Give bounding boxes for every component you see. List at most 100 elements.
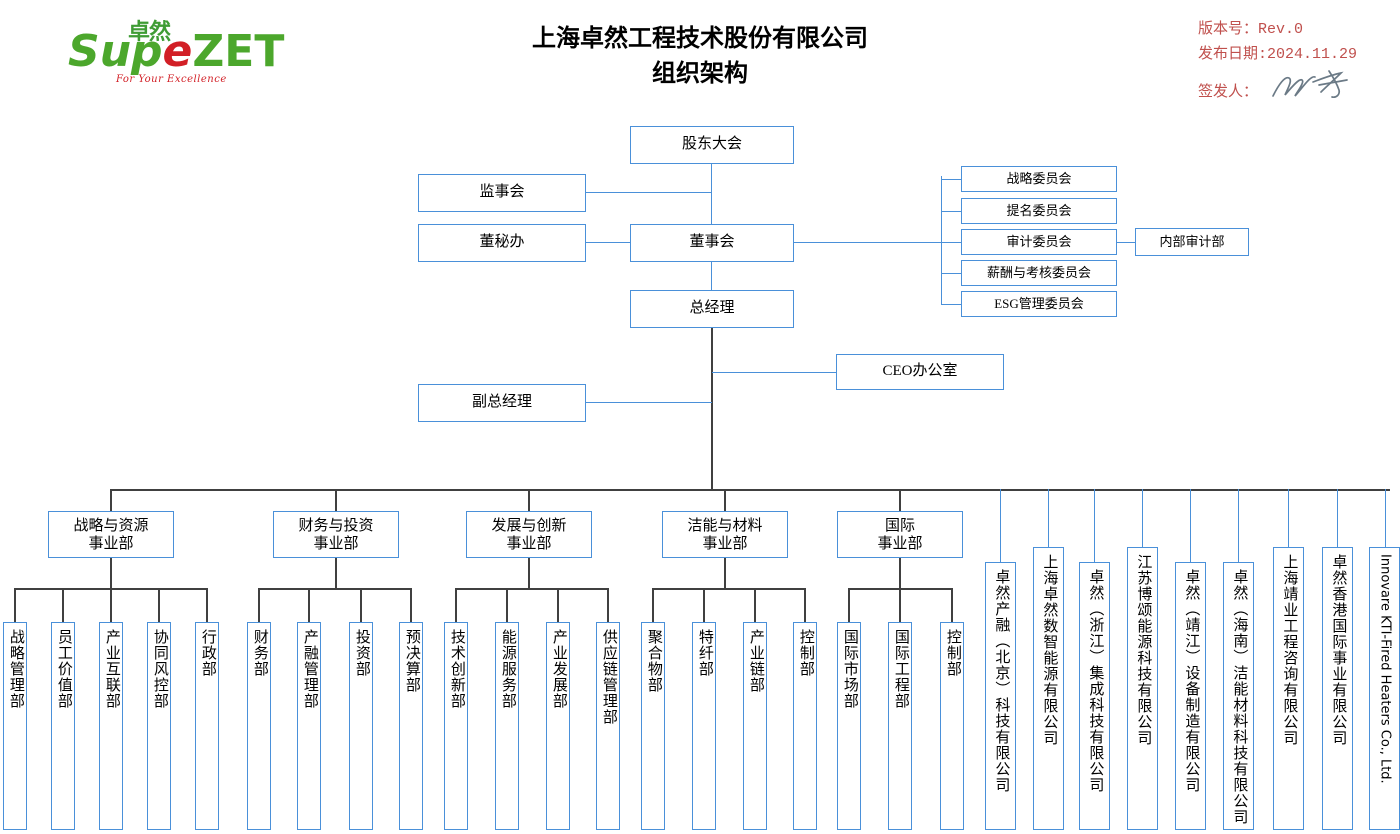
- node-dept-3-3[interactable]: 控制部: [793, 622, 817, 830]
- node-dept-3-0[interactable]: 聚合物部: [641, 622, 665, 830]
- subsidiary-0-label: 卓然产融（北京）科技有限公司: [993, 569, 1010, 793]
- node-dept-4-0[interactable]: 国际市场部: [837, 622, 861, 830]
- node-dept-1-1[interactable]: 产融管理部: [297, 622, 321, 830]
- node-subsidiary-8[interactable]: Innovare KTI-Fired Heaters Co., Ltd.: [1369, 547, 1400, 830]
- node-dept-1-2[interactable]: 投资部: [349, 622, 373, 830]
- connector-dept-3-2: [754, 588, 756, 622]
- connector-trunk-to-ceo-office: [712, 372, 836, 374]
- connector-dept-3-0: [652, 588, 654, 622]
- subsidiary-3-label: 江苏博颂能源科技有限公司: [1135, 554, 1152, 746]
- logo-chinese-mark: 卓然: [128, 20, 171, 45]
- node-division-4[interactable]: 国际 事业部: [837, 511, 963, 558]
- subsidiary-1-label: 上海卓然数智能源有限公司: [1041, 554, 1058, 746]
- node-subsidiary-0[interactable]: 卓然产融（北京）科技有限公司: [985, 562, 1016, 830]
- division-3-line1: 洁能与材料: [687, 517, 763, 534]
- company-logo: 卓然 SupeZET For Your Excellence: [68, 14, 284, 94]
- connector-division-1-down: [335, 558, 337, 588]
- connector-division-2-down: [528, 558, 530, 588]
- node-committee-1[interactable]: 提名委员会: [961, 198, 1117, 224]
- node-committee-0[interactable]: 战略委员会: [961, 166, 1117, 192]
- node-committee-2[interactable]: 审计委员会: [961, 229, 1117, 255]
- node-division-3[interactable]: 洁能与材料 事业部: [662, 511, 788, 558]
- division-bus: [110, 489, 1390, 491]
- connector-committee-4: [941, 304, 961, 306]
- connector-board-to-gm: [711, 262, 713, 290]
- connector-subsidiary-0: [1000, 489, 1002, 562]
- connector-dept-4-2: [951, 588, 953, 622]
- node-subsidiary-2[interactable]: 卓然（浙江）集成科技有限公司: [1079, 562, 1110, 830]
- node-dept-4-1[interactable]: 国际工程部: [888, 622, 912, 830]
- node-subsidiary-7[interactable]: 卓然香港国际事业有限公司: [1322, 547, 1353, 830]
- subsidiary-8-label: Innovare KTI-Fired Heaters Co., Ltd.: [1377, 554, 1393, 784]
- node-dept-0-2[interactable]: 产业互联部: [99, 622, 123, 830]
- node-subsidiary-5[interactable]: 卓然（海南）洁能材料科技有限公司: [1223, 562, 1254, 830]
- node-general-manager[interactable]: 总经理: [630, 290, 794, 328]
- node-dept-0-0[interactable]: 战略管理部: [3, 622, 27, 830]
- node-dept-3-2[interactable]: 产业链部: [743, 622, 767, 830]
- connector-committee-3: [941, 273, 961, 275]
- dept-4-1-label: 国际工程部: [892, 629, 909, 709]
- subsidiary-5-label: 卓然（海南）洁能材料科技有限公司: [1231, 569, 1248, 825]
- subsidiary-7-label: 卓然香港国际事业有限公司: [1330, 554, 1347, 746]
- dept-2-2-label: 产业发展部: [550, 629, 567, 709]
- node-dept-2-1[interactable]: 能源服务部: [495, 622, 519, 830]
- node-deputy-general-manager[interactable]: 副总经理: [418, 384, 586, 422]
- node-division-1[interactable]: 财务与投资 事业部: [273, 511, 399, 558]
- connector-dept-4-0: [848, 588, 850, 622]
- dept-2-1-label: 能源服务部: [499, 629, 516, 709]
- node-division-2[interactable]: 发展与创新 事业部: [466, 511, 592, 558]
- node-subsidiary-4[interactable]: 卓然（靖江）设备制造有限公司: [1175, 562, 1206, 830]
- node-committee-4[interactable]: ESG管理委员会: [961, 291, 1117, 317]
- node-dept-2-3[interactable]: 供应链管理部: [596, 622, 620, 830]
- connector-bus-to-division-3: [724, 489, 726, 511]
- connector-secretary-to-board: [586, 242, 630, 244]
- node-dept-0-4[interactable]: 行政部: [195, 622, 219, 830]
- page-title-line2: 组织架构: [652, 60, 748, 87]
- connector-bus-to-division-4: [899, 489, 901, 511]
- node-subsidiary-3[interactable]: 江苏博颂能源科技有限公司: [1127, 547, 1158, 830]
- node-dept-3-1[interactable]: 特纤部: [692, 622, 716, 830]
- connector-division-0-down: [110, 558, 112, 588]
- connector-dept-2-3: [607, 588, 609, 622]
- issuer-label: 签发人：: [1198, 83, 1259, 101]
- dept-bus-division-3: [652, 588, 806, 590]
- connector-board-to-committee-bus: [794, 242, 942, 244]
- node-committee-3[interactable]: 薪酬与考核委员会: [961, 260, 1117, 286]
- connector-committee-0: [941, 179, 961, 181]
- dept-1-2-label: 投资部: [353, 629, 370, 677]
- connector-subsidiary-2: [1094, 489, 1096, 562]
- node-subsidiary-6[interactable]: 上海靖业工程咨询有限公司: [1273, 547, 1304, 830]
- connector-division-3-down: [724, 558, 726, 588]
- connector-supervisory-to-trunk: [586, 192, 712, 194]
- node-dept-4-2[interactable]: 控制部: [940, 622, 964, 830]
- version-label: 版本号：Rev.0: [1198, 21, 1304, 38]
- connector-dept-0-3: [158, 588, 160, 622]
- node-dept-1-0[interactable]: 财务部: [247, 622, 271, 830]
- node-ceo-office[interactable]: CEO办公室: [836, 354, 1004, 390]
- connector-audit-committee-to-internal-audit: [1117, 242, 1135, 244]
- node-dept-0-1[interactable]: 员工价值部: [51, 622, 75, 830]
- node-dept-2-2[interactable]: 产业发展部: [546, 622, 570, 830]
- node-board-of-directors[interactable]: 董事会: [630, 224, 794, 262]
- connector-dept-1-0: [258, 588, 260, 622]
- dept-1-1-label: 产融管理部: [301, 629, 318, 709]
- node-dept-0-3[interactable]: 协同风控部: [147, 622, 171, 830]
- node-subsidiary-1[interactable]: 上海卓然数智能源有限公司: [1033, 547, 1064, 830]
- connector-subsidiary-8: [1385, 489, 1387, 547]
- node-shareholders-meeting[interactable]: 股东大会: [630, 126, 794, 164]
- connector-subsidiary-7: [1337, 489, 1339, 547]
- node-dept-1-3[interactable]: 预决算部: [399, 622, 423, 830]
- node-internal-audit-dept[interactable]: 内部审计部: [1135, 228, 1249, 256]
- node-dept-2-0[interactable]: 技术创新部: [444, 622, 468, 830]
- page-title-line1: 上海卓然工程技术股份有限公司: [532, 26, 868, 52]
- node-supervisory-board[interactable]: 监事会: [418, 174, 586, 212]
- main-trunk-vertical: [711, 328, 713, 490]
- subsidiary-4-label: 卓然（靖江）设备制造有限公司: [1183, 569, 1200, 793]
- node-division-0[interactable]: 战略与资源 事业部: [48, 511, 174, 558]
- subsidiary-6-label: 上海靖业工程咨询有限公司: [1281, 554, 1298, 746]
- connector-subsidiary-4: [1190, 489, 1192, 562]
- node-board-secretary-office[interactable]: 董秘办: [418, 224, 586, 262]
- connector-dept-0-1: [62, 588, 64, 622]
- dept-0-2-label: 产业互联部: [103, 629, 120, 709]
- connector-subsidiary-5: [1238, 489, 1240, 562]
